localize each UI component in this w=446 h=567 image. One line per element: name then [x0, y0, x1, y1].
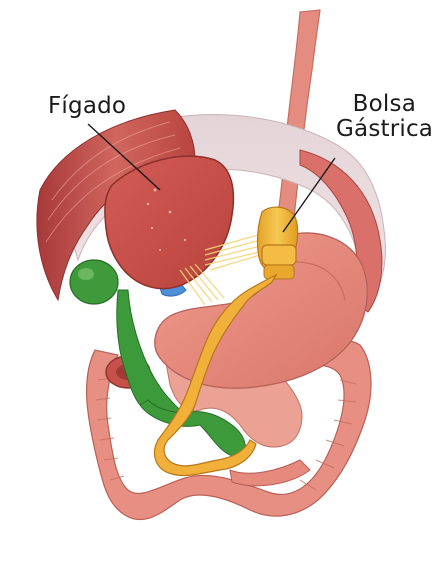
- liver-label: Fígado: [48, 93, 127, 119]
- liver-shape: [104, 155, 235, 290]
- band-tubing-shape: [153, 273, 278, 477]
- gastric-band-label-line2: Gástrica: [336, 115, 434, 142]
- gastric-band-ring: [261, 244, 297, 266]
- gallbladder-shape: [69, 259, 119, 305]
- liver-leader-line: [87, 123, 161, 191]
- gastric-band-label-line1: Bolsa: [352, 91, 416, 117]
- gastric-band-label: Bolsa Gástrica: [336, 91, 434, 142]
- band-leader-line: [282, 157, 336, 233]
- ileum-shape: [229, 459, 311, 487]
